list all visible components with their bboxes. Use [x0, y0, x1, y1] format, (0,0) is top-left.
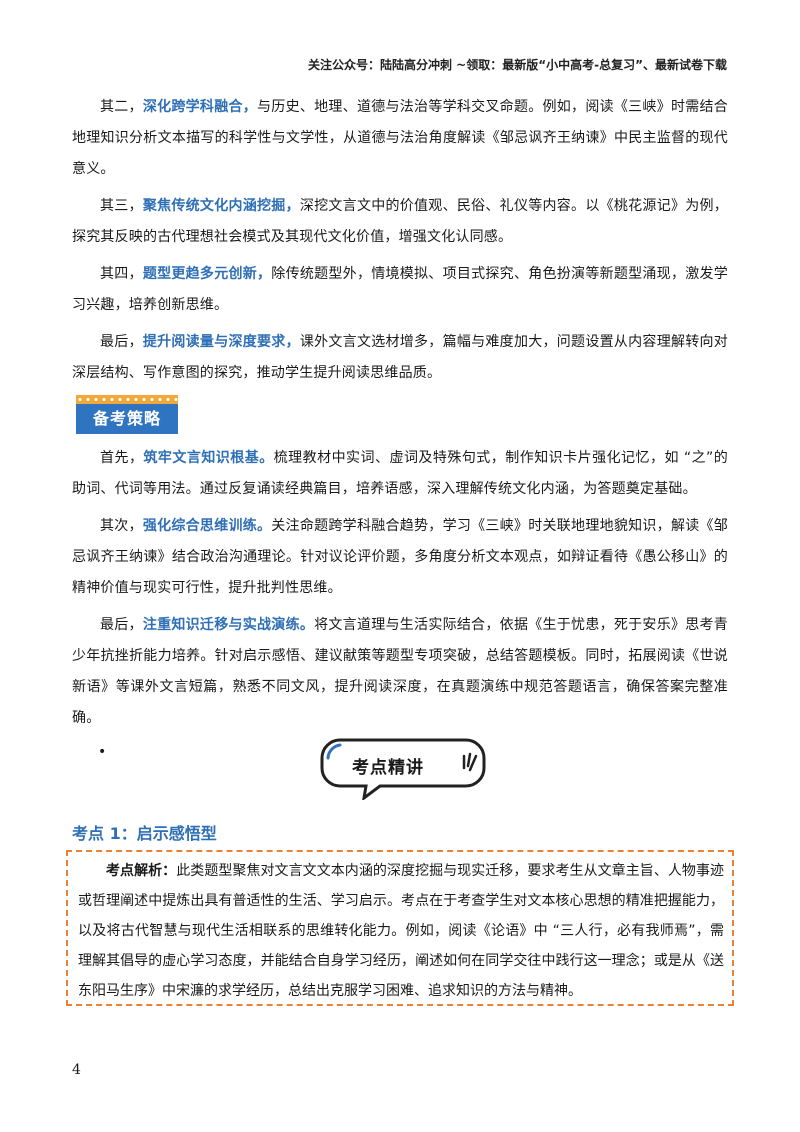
- strategy-paragraph: 首先，筑牢文言知识根基。梳理教材中实词、虚词及特殊句式，制作知识卡片强化记忆，如…: [72, 443, 728, 505]
- paragraph-text: 课外文言文选材增多，篇幅与难度加大，问题设置从内容理解转向对深层结构、写作意图的…: [72, 334, 728, 381]
- paragraph-prefix: 最后，: [100, 617, 143, 633]
- analysis-box: 考点解析：此类题型聚焦对文言文文本内涵的深度挖掘与现实迁移，要求考生从文章主旨、…: [66, 850, 734, 1006]
- analysis-paragraph: 考点解析：此类题型聚焦对文言文文本内涵的深度挖掘与现实迁移，要求考生从文章主旨、…: [78, 856, 724, 1006]
- trend-paragraph: 最后，提升阅读量与深度要求，课外文言文选材增多，篇幅与难度加大，问题设置从内容理…: [72, 327, 728, 389]
- paragraph-prefix: 其三，: [100, 198, 143, 214]
- paragraph-text: 将文言道理与生活实际结合，依据《生于忧患，死于安乐》思考青少年抗挫折能力培养。针…: [72, 617, 728, 726]
- strategy-tag: 备考策略: [76, 395, 178, 435]
- paragraph-prefix: 最后，: [100, 334, 143, 350]
- strategy-paragraph: 最后，注重知识迁移与实战演练。将文言道理与生活实际结合，依据《生于忧患，死于安乐…: [72, 610, 728, 734]
- paragraph-highlight: 筑牢文言知识根基。: [143, 450, 274, 466]
- paragraph-highlight: 强化综合思维训练。: [142, 518, 272, 534]
- paragraph-highlight: 提升阅读量与深度要求，: [142, 334, 300, 350]
- speech-bubble-icon: [320, 738, 486, 800]
- paragraph-highlight: 深化跨学科融合，: [142, 99, 258, 115]
- page-header: 关注公众号：陆陆高分冲刺 ~领取：最新版“小中高考-总复习”、最新试卷下载: [308, 58, 727, 72]
- analysis-text: 此类题型聚焦对文言文文本内涵的深度挖掘与现实迁移，要求考生从文章主旨、人物事迹或…: [78, 863, 724, 999]
- section-title: 考点 1：启示感悟型: [72, 824, 217, 843]
- analysis-label: 考点解析：: [106, 863, 177, 879]
- paragraph-text: 梳理教材中实词、虚词及特殊句式，制作知识卡片强化记忆，如 “之”的助词、代词等用…: [72, 450, 728, 497]
- paragraph-highlight: 题型更趋多元创新，: [142, 266, 272, 282]
- trend-paragraph: 其三，聚焦传统文化内涵挖掘，深挖文言文中的价值观、民俗、礼仪等内容。以《桃花源记…: [72, 191, 728, 253]
- bullet-point: •: [98, 744, 107, 760]
- paragraph-text: 关注命题跨学科融合趋势，学习《三峡》时关联地理地貌知识，解读《邹忌讽齐王纳谏》结…: [72, 518, 728, 596]
- paragraph-highlight: 聚焦传统文化内涵挖掘，: [142, 198, 300, 214]
- strategy-tag-label: 备考策略: [76, 404, 178, 434]
- banner-label: 考点精讲: [352, 758, 424, 778]
- page-number: 4: [72, 1062, 81, 1078]
- strategy-paragraph: 其次，强化综合思维训练。关注命题跨学科融合趋势，学习《三峡》时关联地理地貌知识，…: [72, 511, 728, 604]
- paragraph-text: 除传统题型外，情境模拟、项目式探究、角色扮演等新题型涌现，激发学习兴趣，培养创新…: [72, 266, 728, 313]
- main-content: 其二，深化跨学科融合，与历史、地理、道德与法治等学科交叉命题。例如，阅读《三峡》…: [72, 92, 728, 760]
- tag-dot-strip: [76, 395, 178, 404]
- trend-paragraph: 其四，题型更趋多元创新，除传统题型外，情境模拟、项目式探究、角色扮演等新题型涌现…: [72, 259, 728, 321]
- paragraph-prefix: 其二，: [100, 99, 143, 115]
- paragraph-prefix: 其次，: [100, 518, 143, 534]
- paragraph-prefix: 首先，: [100, 450, 144, 466]
- trend-paragraph: 其二，深化跨学科融合，与历史、地理、道德与法治等学科交叉命题。例如，阅读《三峡》…: [72, 92, 728, 185]
- section-banner: 考点精讲: [318, 736, 488, 800]
- paragraph-text: 与历史、地理、道德与法治等学科交叉命题。例如，阅读《三峡》时需结合地理知识分析文…: [72, 99, 728, 177]
- paragraph-prefix: 其四，: [100, 266, 143, 282]
- paragraph-highlight: 注重知识迁移与实战演练。: [142, 617, 315, 633]
- paragraph-text: 深挖文言文中的价值观、民俗、礼仪等内容。以《桃花源记》为例，探究其反映的古代理想…: [72, 198, 728, 245]
